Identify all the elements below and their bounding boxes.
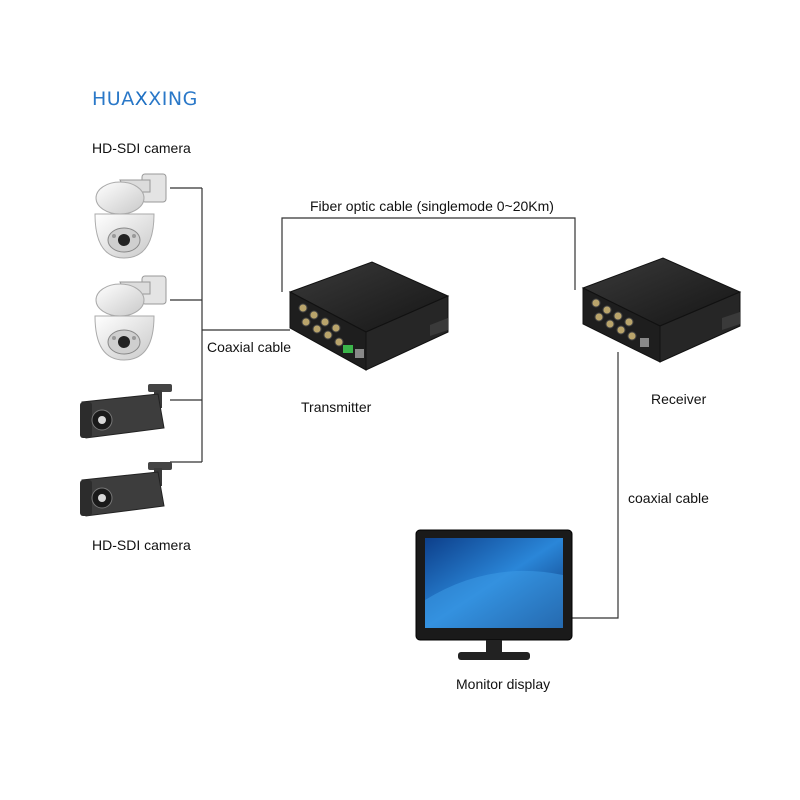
bullet-camera-icon <box>80 462 172 517</box>
ptz-dome-camera-icon <box>94 173 167 259</box>
coaxial-to-monitor <box>572 352 619 619</box>
transmitter-box-icon <box>288 261 450 371</box>
ptz-dome-camera-icon <box>94 275 167 361</box>
connection-lines <box>170 187 619 619</box>
camera-group-top-label: HD-SDI camera <box>92 140 191 156</box>
fiber-optic-line <box>281 217 576 292</box>
coaxial-cable-left-label: Coaxial cable <box>207 339 292 355</box>
fiber-cable-label: Fiber optic cable (singlemode 0~20Km) <box>310 198 554 214</box>
receiver-box-icon <box>581 257 742 363</box>
brand-logo: HUAXXING <box>92 88 198 110</box>
monitor-label: Monitor display <box>456 676 551 692</box>
camera-group-bottom-label: HD-SDI camera <box>92 537 191 553</box>
receiver-label: Receiver <box>651 391 707 407</box>
monitor-icon <box>415 529 573 660</box>
transmitter-label: Transmitter <box>301 399 372 415</box>
bullet-camera-icon <box>80 384 172 439</box>
coaxial-cable-right-label: coaxial cable <box>628 490 709 506</box>
